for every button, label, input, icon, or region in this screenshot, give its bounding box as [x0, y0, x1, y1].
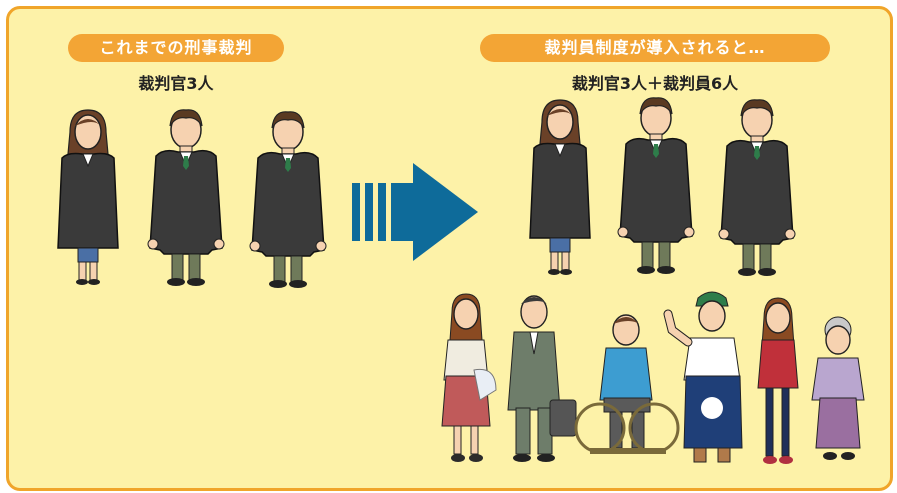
- citizen-figure-4: [663, 291, 743, 463]
- header-pill-after: 裁判員制度が導入されると…: [480, 34, 830, 62]
- judge-figure-right-1: [529, 99, 591, 276]
- judge-figure-right-2: [617, 97, 695, 275]
- citizen-figure-2: [507, 295, 577, 462]
- citizen-figure-6: [811, 316, 865, 460]
- judge-figure-left-2: [147, 109, 225, 287]
- caption-after: 裁判官3人＋裁判員6人: [571, 74, 739, 93]
- citizen-figure-1: [441, 293, 497, 462]
- judge-figure-left-3: [249, 111, 327, 289]
- caption-before: 裁判官3人: [138, 74, 214, 93]
- header-pill-before: これまでの刑事裁判: [68, 34, 284, 62]
- judge-figure-left-1: [57, 109, 119, 286]
- citizen-figure-5: [757, 297, 799, 464]
- judge-figure-right-3: [718, 99, 796, 277]
- citizen-figure-3: [574, 314, 680, 454]
- arrow-right-icon: [352, 163, 478, 261]
